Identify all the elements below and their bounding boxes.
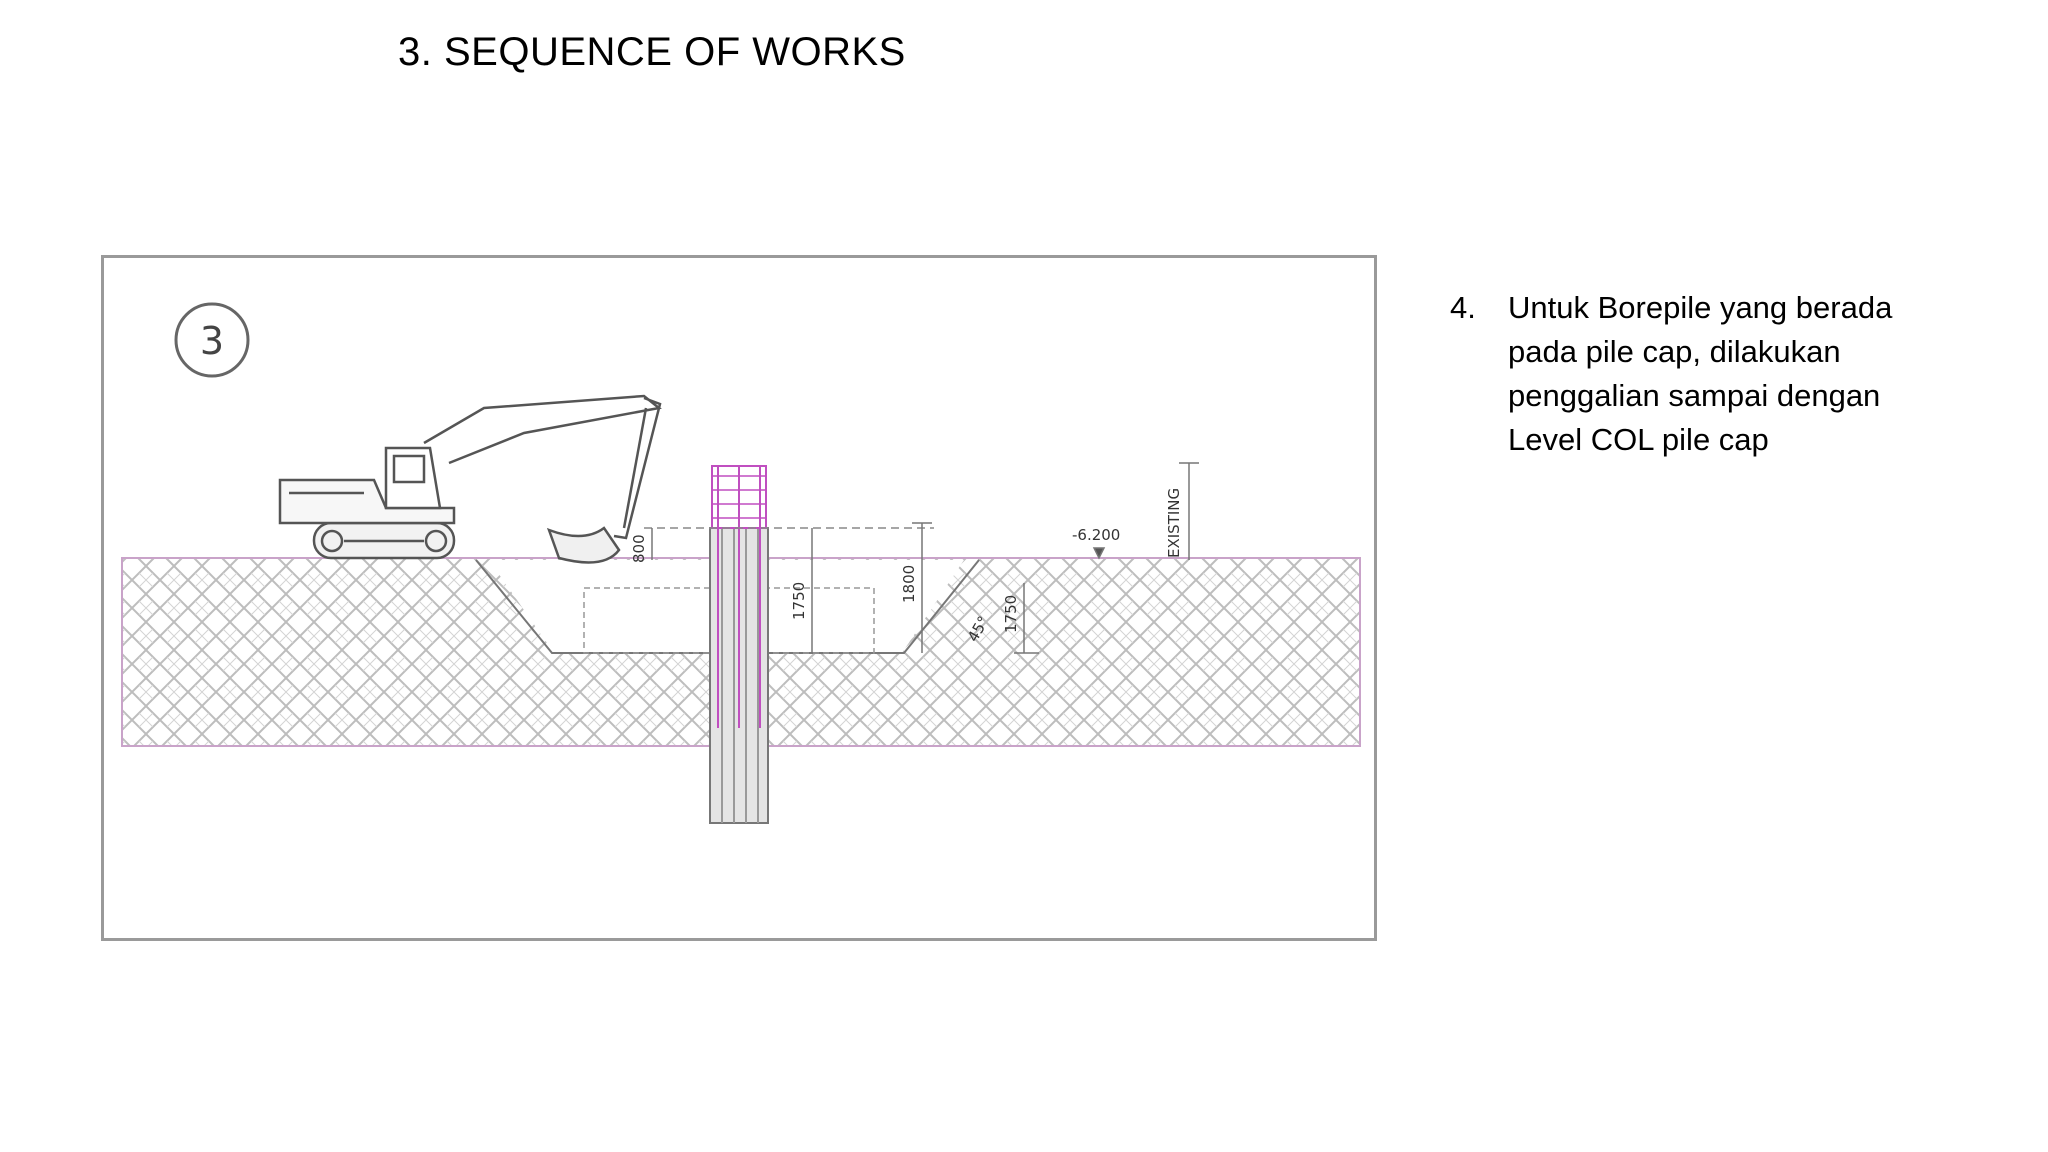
existing-label: EXISTING: [1165, 488, 1183, 558]
bullet-number: 4.: [1450, 290, 1476, 325]
slide-title: 3. SEQUENCE OF WORKS: [398, 30, 906, 74]
step-marker-label: 3: [200, 319, 224, 363]
dimension-marks: [651, 462, 1199, 654]
bullet-line-2: pada pile cap, dilakukan: [1508, 334, 1841, 369]
dim-label-1: 800: [630, 534, 648, 563]
level-label: -6.200: [1072, 526, 1120, 544]
bullet-line-3: penggalian sampai dengan: [1508, 378, 1881, 413]
drawing-canvas: 3: [121, 302, 1361, 824]
bullet-text: Untuk Borepile yang berada pada pile cap…: [1508, 286, 1978, 462]
excavator: [278, 394, 662, 564]
dim-label-4: 1750: [1002, 595, 1020, 633]
step-marker: 3: [174, 302, 250, 378]
bore-pile: [709, 465, 769, 824]
bullet-line-1: Untuk Borepile yang berada: [1508, 290, 1893, 325]
dim-label-2: 1750: [790, 582, 808, 620]
construction-drawing: 3: [101, 255, 1377, 941]
dim-label-3: 1800: [900, 565, 918, 603]
bullet-line-4: Level COL pile cap: [1508, 422, 1769, 457]
